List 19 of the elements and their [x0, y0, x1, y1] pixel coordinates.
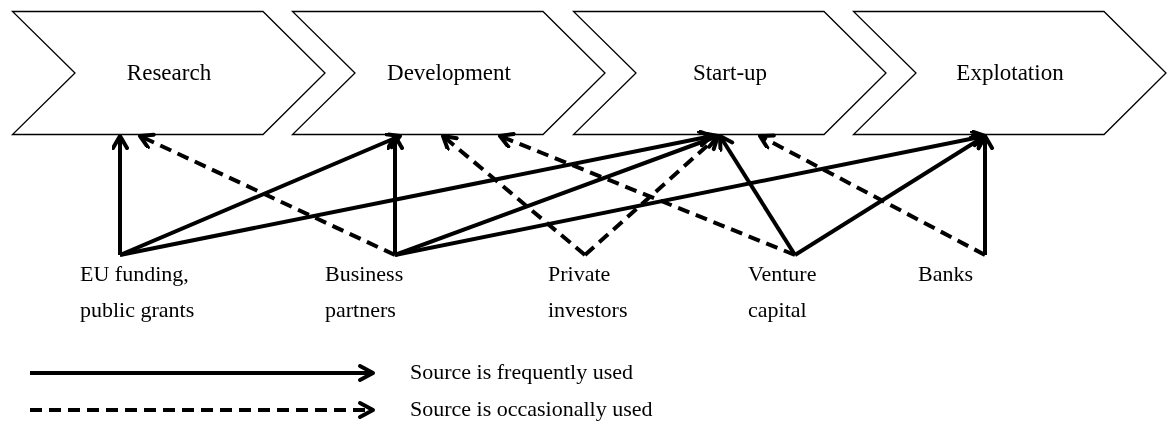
legend-label: Source is occasionally used	[410, 396, 653, 422]
source-label: EU funding, public grants	[80, 256, 220, 328]
arrow	[976, 134, 994, 255]
source-label: Business partners	[325, 256, 425, 328]
source-label: Banks	[918, 256, 998, 292]
source-label: Private investors	[548, 256, 648, 328]
stage-label: Start-up	[692, 60, 768, 86]
dashed-arrow	[758, 133, 986, 257]
source-label: Venture capital	[748, 256, 848, 328]
arrow	[111, 134, 129, 255]
legend-label: Source is frequently used	[410, 359, 633, 385]
stage-label: Development	[387, 60, 511, 86]
dashed-arrow	[441, 134, 587, 257]
arrow	[718, 134, 797, 257]
stage-label: Explotation	[956, 60, 1064, 86]
stage-label: Research	[126, 60, 212, 86]
arrow	[394, 129, 987, 257]
arrow	[386, 134, 404, 255]
dashed-arrow	[498, 132, 796, 257]
